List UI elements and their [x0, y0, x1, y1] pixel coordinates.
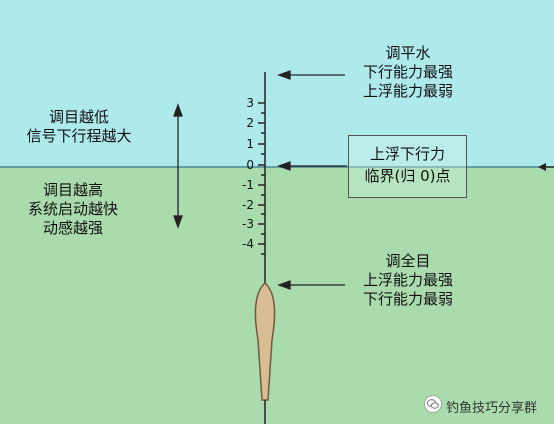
tick-label: -2 — [242, 198, 254, 212]
label-line: 调目越高 — [42, 181, 103, 199]
waterline-arrowhead — [538, 163, 546, 171]
zero-point-box — [348, 135, 467, 198]
label-line: 上浮下行力 — [369, 145, 445, 163]
tick-label: 2 — [246, 116, 254, 130]
arrow-bottom — [277, 280, 345, 290]
label-low-target: 调目越低 信号下行程越大 — [14, 108, 144, 146]
range-double-arrow — [173, 103, 183, 229]
label-line: 调平水 — [385, 44, 431, 62]
tick-label: 0 — [246, 158, 254, 172]
label-line: 动感越强 — [42, 219, 103, 237]
label-line: 下行能力最弱 — [362, 290, 453, 308]
label-line: 信号下行程越大 — [26, 127, 132, 145]
water-region — [0, 167, 554, 424]
label-line: 调全目 — [385, 252, 431, 270]
label-line: 上浮能力最强 — [362, 271, 453, 289]
air-region — [0, 0, 554, 167]
tick-label: -4 — [242, 237, 254, 251]
label-line: 调目越低 — [48, 108, 109, 126]
tick-label: -3 — [242, 217, 254, 231]
scale-ticks — [258, 102, 265, 255]
arrow-top — [277, 70, 345, 80]
wechat-icon — [424, 395, 442, 413]
label-full-target: 调全目 上浮能力最强 下行能力最弱 — [352, 252, 464, 309]
tick-label: -1 — [242, 178, 254, 192]
label-line: 系统启动越快 — [27, 200, 118, 218]
label-high-target: 调目越高 系统启动越快 动感越强 — [14, 181, 132, 238]
label-line: 下行能力最强 — [362, 63, 453, 81]
tick-label: 3 — [246, 96, 254, 110]
watermark-text: 钓鱼技巧分享群 — [446, 401, 538, 416]
label-line: 临界(归 0)点 — [364, 167, 451, 185]
zero-point-label: 上浮下行力 临界(归 0)点 — [348, 143, 467, 187]
arrow-zero — [277, 161, 347, 171]
tick-label: 1 — [246, 137, 254, 151]
label-line: 上浮能力最弱 — [362, 82, 453, 100]
label-level-water: 调平水 下行能力最强 上浮能力最弱 — [352, 44, 464, 101]
